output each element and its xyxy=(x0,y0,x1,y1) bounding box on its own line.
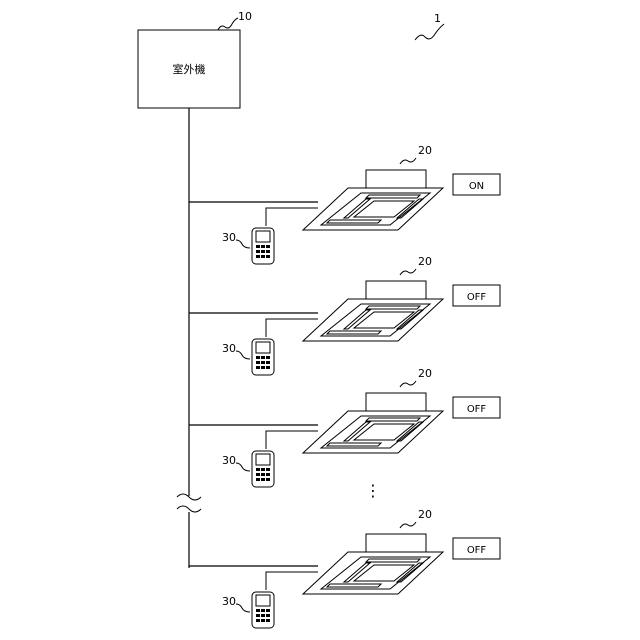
continuation-dots: ⋮ xyxy=(365,481,381,500)
outdoor-unit-label: 室外機 xyxy=(173,62,206,76)
indoor-unit-ref-leader xyxy=(400,269,416,275)
remote-ref-label: 30 xyxy=(222,342,236,355)
indoor-unit-ref-leader xyxy=(400,381,416,387)
indoor-unit-icon xyxy=(303,393,443,453)
indoor-unit-ref-label: 20 xyxy=(418,508,432,521)
outdoor-unit-leader xyxy=(218,18,238,30)
remote-ref-leader xyxy=(236,604,250,612)
status-label: OFF xyxy=(467,545,487,556)
remote-controller-icon xyxy=(252,228,274,264)
remote-ref-label: 30 xyxy=(222,231,236,244)
remote-controller-icon xyxy=(252,451,274,487)
indoor-unit-row: 30 20OFF xyxy=(189,367,500,487)
remote-controller-icon xyxy=(252,339,274,375)
remote-ref-leader xyxy=(236,240,250,248)
remote-ref-leader xyxy=(236,463,250,471)
outdoor-unit: 室外機 10 xyxy=(138,10,252,108)
indoor-unit-ref-label: 20 xyxy=(418,367,432,380)
indoor-unit-icon xyxy=(303,534,443,594)
indoor-unit-ref-label: 20 xyxy=(418,144,432,157)
status-label: OFF xyxy=(467,292,487,303)
indoor-unit-ref-label: 20 xyxy=(418,255,432,268)
indoor-unit-row: 30 20OFF xyxy=(189,255,500,375)
remote-ref-leader xyxy=(236,351,250,359)
remote-controller-icon xyxy=(252,592,274,628)
remote-ref-label: 30 xyxy=(222,454,236,467)
indoor-unit-icon xyxy=(303,170,443,230)
system-ref-leader xyxy=(415,24,444,40)
system-ref-label: 1 xyxy=(434,12,441,25)
status-label: ON xyxy=(469,181,484,192)
remote-ref-label: 30 xyxy=(222,595,236,608)
outdoor-unit-ref: 10 xyxy=(238,10,252,23)
indoor-unit-ref-leader xyxy=(400,522,416,528)
status-label: OFF xyxy=(467,404,487,415)
indoor-unit-row: 30 20OFF xyxy=(189,508,500,628)
indoor-unit-icon xyxy=(303,281,443,341)
break-mark-bottom xyxy=(177,506,201,512)
indoor-unit-ref-leader xyxy=(400,158,416,164)
indoor-unit-row: 30 20ON xyxy=(189,144,500,264)
